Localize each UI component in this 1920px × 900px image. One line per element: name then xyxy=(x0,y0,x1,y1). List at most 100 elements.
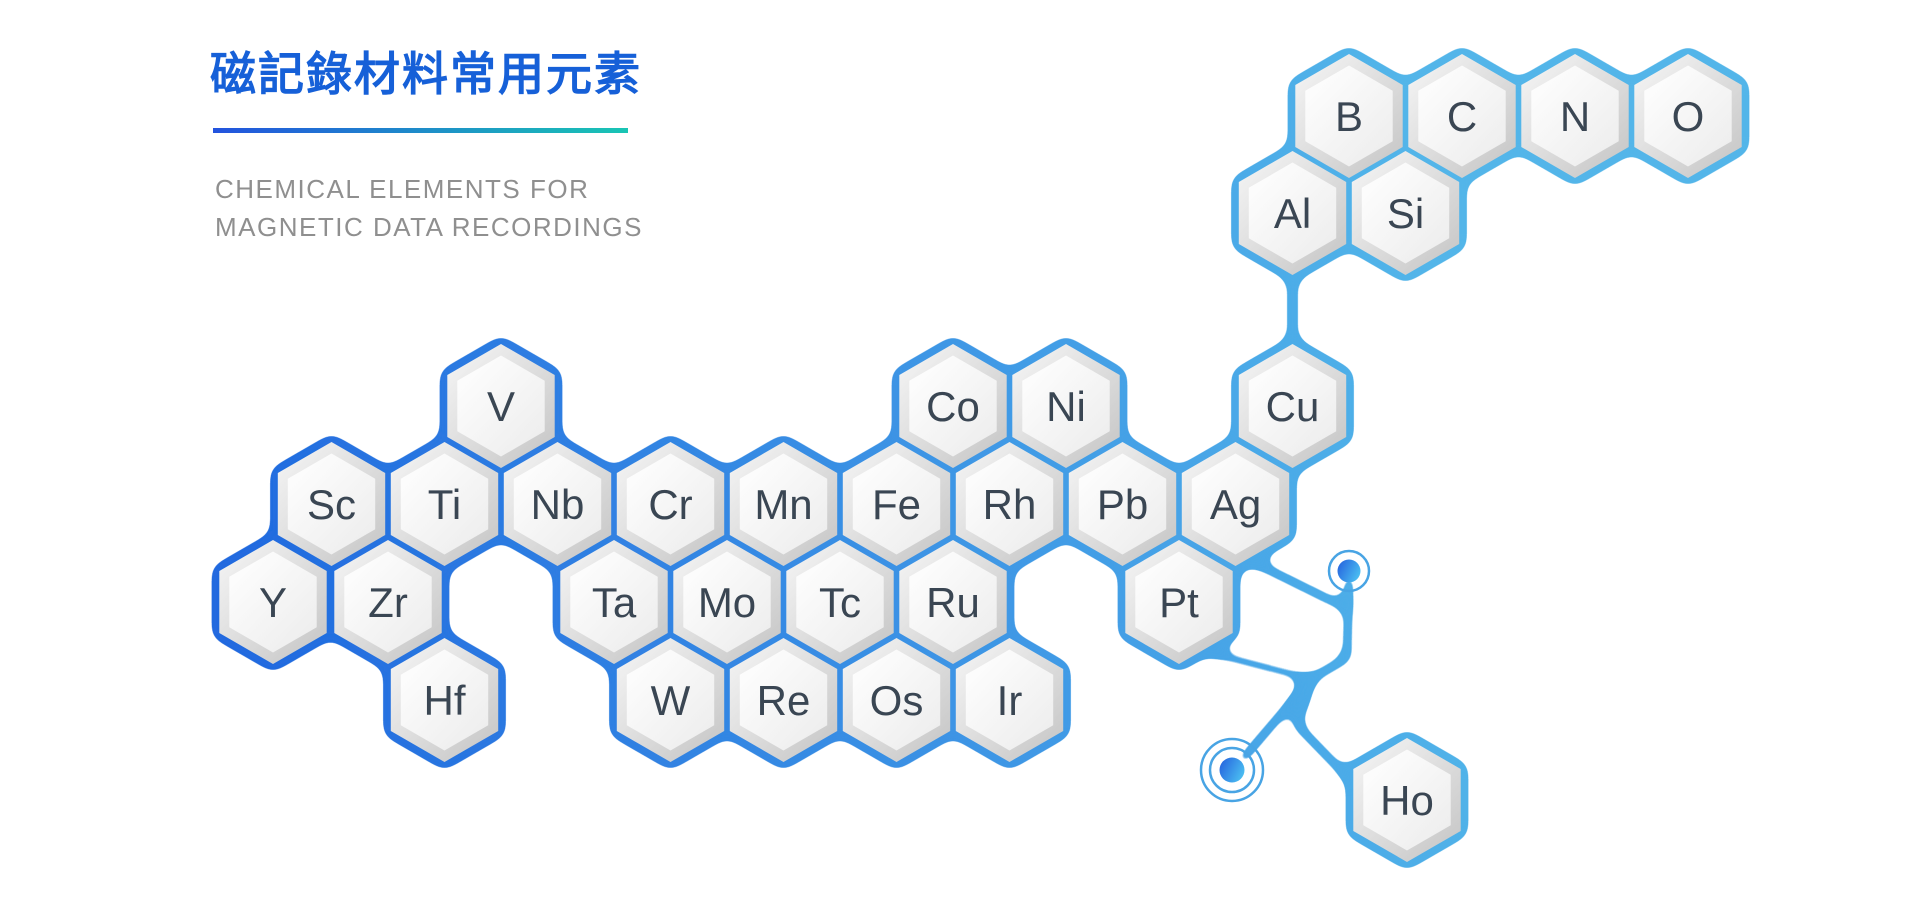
tile-face xyxy=(287,453,376,555)
header: 磁記錄材料常用元素 CHEMICAL ELEMENTS FOR MAGNETIC… xyxy=(210,0,910,280)
bond-ag-stem-bridge xyxy=(1246,556,1343,609)
tile-face xyxy=(513,453,602,555)
tile-face xyxy=(965,453,1054,555)
tile-Cr: Cr xyxy=(616,442,725,566)
element-symbol-Mo: Mo xyxy=(698,579,756,626)
element-symbol-V: V xyxy=(487,383,515,430)
tile-face xyxy=(1363,749,1451,851)
tile-W: W xyxy=(616,638,725,762)
tile-Cu: Cu xyxy=(1238,344,1347,468)
element-symbol-Ru: Ru xyxy=(926,579,980,626)
tile-face xyxy=(739,453,828,555)
element-symbol-Ag: Ag xyxy=(1210,481,1261,528)
element-symbol-Si: Si xyxy=(1387,190,1424,237)
tile-face xyxy=(1022,355,1110,457)
element-symbol-B: B xyxy=(1335,93,1363,140)
decorations xyxy=(1199,549,1371,803)
element-symbol-Pb: Pb xyxy=(1097,481,1148,528)
tile-Ta: Ta xyxy=(560,540,668,664)
element-symbol-Sc: Sc xyxy=(307,481,356,528)
subtitle-line-2: MAGNETIC DATA RECORDINGS xyxy=(215,212,643,242)
tile-Ru: Ru xyxy=(899,540,1007,664)
element-symbol-Fe: Fe xyxy=(872,481,921,528)
tile-face xyxy=(457,355,545,457)
element-symbol-Pt: Pt xyxy=(1159,579,1199,626)
bond-node-stem xyxy=(1306,573,1354,684)
tile-face xyxy=(1248,355,1337,457)
title-underline xyxy=(213,128,628,133)
tile-face xyxy=(909,551,997,653)
tile-Nb: Nb xyxy=(503,442,612,566)
tile-Zr: Zr xyxy=(334,540,442,664)
tile-face xyxy=(400,453,489,555)
tile-face xyxy=(626,453,715,555)
element-symbol-Zr: Zr xyxy=(368,579,408,626)
tile-Tc: Tc xyxy=(786,540,894,664)
tile-Re: Re xyxy=(729,638,838,762)
tile-face xyxy=(1191,453,1280,555)
element-symbol-W: W xyxy=(651,677,691,724)
tile-Hf: Hf xyxy=(390,638,499,762)
tile-face xyxy=(1644,65,1732,167)
connector-node-icon xyxy=(1327,549,1371,593)
tile-Sc: Sc xyxy=(277,442,386,566)
tile-face xyxy=(852,649,941,751)
element-symbol-O: O xyxy=(1672,93,1705,140)
tile-face xyxy=(683,551,771,653)
element-symbol-Os: Os xyxy=(870,677,924,724)
tile-V: V xyxy=(447,344,555,468)
element-symbol-Tc: Tc xyxy=(819,579,861,626)
tile-face xyxy=(570,551,658,653)
target-node-icon xyxy=(1199,737,1265,803)
tile-O: O xyxy=(1634,54,1742,178)
tile-Ho: Ho xyxy=(1353,738,1461,862)
element-symbol-N: N xyxy=(1560,93,1590,140)
tile-face xyxy=(739,649,828,751)
tile-Ag: Ag xyxy=(1181,442,1290,566)
element-symbol-Ho: Ho xyxy=(1380,777,1434,824)
element-symbol-Hf: Hf xyxy=(424,677,466,724)
element-symbol-Rh: Rh xyxy=(983,481,1037,528)
tile-Ir: Ir xyxy=(955,638,1064,762)
tile-C: C xyxy=(1408,54,1516,178)
element-symbol-Y: Y xyxy=(259,579,287,626)
tile-face xyxy=(1248,162,1337,264)
tile-Ni: Ni xyxy=(1012,344,1120,468)
tile-face xyxy=(1305,65,1393,167)
tile-face xyxy=(400,649,489,751)
tile-face xyxy=(852,453,941,555)
tile-face xyxy=(796,551,884,653)
element-symbol-Ta: Ta xyxy=(592,579,637,626)
tile-Ti: Ti xyxy=(390,442,499,566)
element-symbol-Re: Re xyxy=(757,677,811,724)
tile-face xyxy=(965,649,1054,751)
tile-Fe: Fe xyxy=(842,442,951,566)
tile-Pb: Pb xyxy=(1068,442,1177,566)
element-symbol-Mn: Mn xyxy=(754,481,812,528)
element-symbol-C: C xyxy=(1447,93,1477,140)
element-symbol-Ir: Ir xyxy=(997,677,1023,724)
tile-Mo: Mo xyxy=(673,540,781,664)
tile-Al: Al xyxy=(1238,151,1347,275)
bond-ho-arm xyxy=(1292,674,1364,794)
tile-face xyxy=(1135,551,1223,653)
tile-N: N xyxy=(1521,54,1629,178)
tile-Mn: Mn xyxy=(729,442,838,566)
tile-face xyxy=(1078,453,1167,555)
element-symbol-Cu: Cu xyxy=(1266,383,1320,430)
tile-face xyxy=(1418,65,1506,167)
element-symbol-Ti: Ti xyxy=(428,481,461,528)
subtitle-line-1: CHEMICAL ELEMENTS FOR xyxy=(215,174,590,204)
tile-B: B xyxy=(1295,54,1403,178)
tile-face xyxy=(1531,65,1619,167)
tile-Rh: Rh xyxy=(955,442,1064,566)
tile-Os: Os xyxy=(842,638,951,762)
element-symbol-Co: Co xyxy=(926,383,980,430)
tile-face xyxy=(229,551,317,653)
tile-Y: Y xyxy=(219,540,327,664)
tile-face xyxy=(909,355,997,457)
page-title: 磁記錄材料常用元素 xyxy=(210,48,642,100)
element-symbol-Nb: Nb xyxy=(531,481,585,528)
tile-face xyxy=(626,649,715,751)
